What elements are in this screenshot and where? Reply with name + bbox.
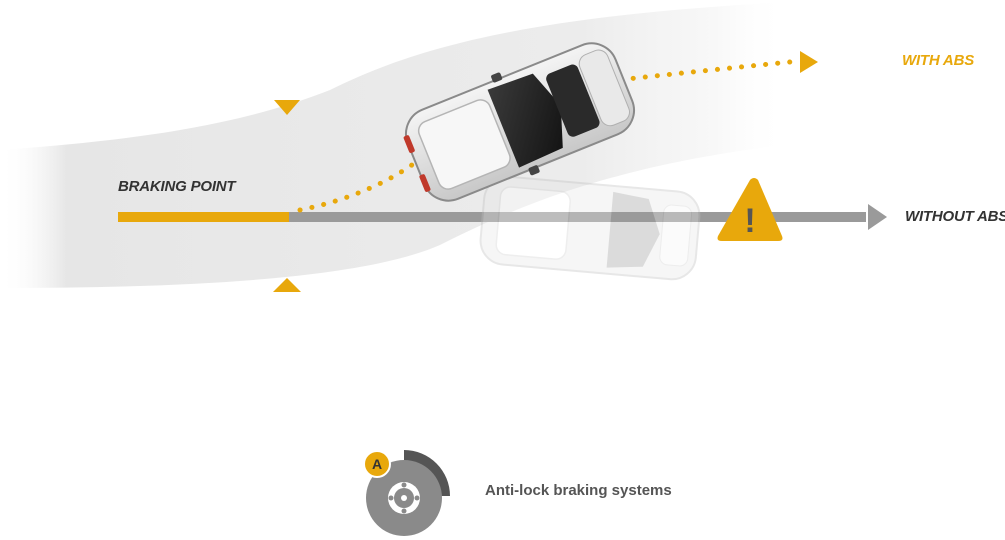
braking-point-label: BRAKING POINT [118, 178, 236, 195]
abs-braking-diagram: ! [0, 0, 887, 292]
without-abs-arrow-icon [868, 204, 887, 230]
abs-badge-letter: A [372, 456, 382, 472]
legend: A Anti-lock braking systems [362, 448, 762, 540]
braking-point-marker-bottom-icon [273, 278, 301, 292]
with-abs-label: WITH ABS [902, 52, 975, 69]
warning-glyph: ! [744, 202, 755, 240]
abs-badge [363, 450, 391, 478]
without-abs-path [288, 212, 866, 222]
braking-point-marker-top-icon [274, 100, 300, 115]
with-abs-arrow-icon [800, 51, 818, 73]
warning-icon [717, 178, 783, 241]
car-with-abs [403, 42, 635, 202]
without-abs-label: WITHOUT ABS [905, 208, 1005, 225]
brake-disc-icon: A [363, 450, 450, 536]
car-without-abs [479, 175, 701, 281]
legend-text: Anti-lock braking systems [485, 482, 672, 499]
braking-segment [118, 212, 289, 222]
warning-sign: ! [717, 178, 783, 241]
